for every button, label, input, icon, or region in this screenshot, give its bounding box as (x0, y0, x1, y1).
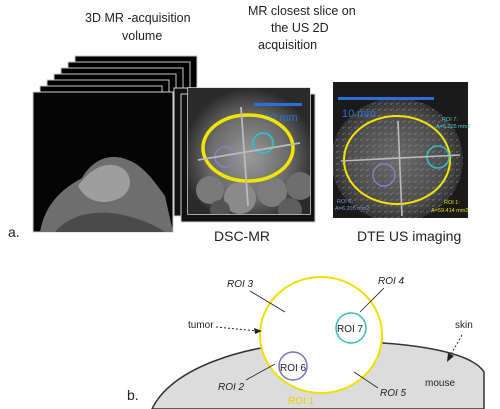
us-roi6-area: A=6.205 mm2 (335, 206, 369, 212)
us-image: 10 mm ROI 7: A=6.205 mm2 ROI 6: A=6.205 … (333, 82, 470, 218)
skin-arrowhead (447, 353, 454, 362)
roi2-leader (245, 363, 276, 381)
mr-roi7-circle (252, 132, 274, 154)
roi3-label: ROI 3 (227, 279, 254, 290)
mr-volume-stack (32, 55, 198, 233)
mr-tumor-outline (201, 113, 295, 183)
roi7-circle (335, 312, 367, 344)
roi3-leader (249, 290, 286, 313)
us-caption: DTE US imaging (357, 228, 461, 244)
us-scale-bar (338, 97, 434, 100)
mr-scale-bar (254, 103, 302, 106)
panel-a-label: a. (8, 224, 20, 240)
roi4-leader (359, 287, 385, 313)
us-roi6-label: ROI 6: (337, 199, 353, 205)
slice-caption-line3: acquisition (258, 38, 317, 52)
us-roi7-area: A=6.205 mm2 (436, 124, 470, 130)
us-scale-label: 10 mm (342, 108, 376, 120)
us-roi7-label: ROI 7: (442, 117, 458, 123)
us-roi6-circle (372, 163, 396, 187)
roi4-label: ROI 4 (378, 276, 405, 287)
volume-caption-line1: 3D MR -acquisition (85, 11, 191, 25)
slice-caption-line2: the US 2D (271, 21, 329, 35)
schematic: ROI 3 ROI 4 ROI 7 ROI 6 ROI 2 ROI 5 ROI … (151, 276, 485, 409)
mr-closest-slice: 10 mm (187, 87, 311, 215)
skin-label: skin (455, 320, 473, 331)
panel-b-label: b. (127, 387, 139, 403)
mr-volume-front-slice (32, 91, 174, 233)
roi5-label: ROI 5 (380, 388, 407, 399)
mr-vertical-axis (240, 106, 249, 207)
us-vertical-axis (397, 120, 403, 217)
roi7-label: ROI 7 (337, 324, 364, 335)
us-horizontal-axis (340, 154, 461, 162)
roi6-circle (278, 351, 308, 381)
volume-caption-line2: volume (122, 29, 162, 43)
roi2-label: ROI 2 (218, 382, 245, 393)
mouse-label: mouse (425, 378, 455, 389)
roi5-leader (353, 371, 379, 389)
us-tumor-outline (343, 115, 451, 205)
slice-caption-line1: MR closest slice on (248, 4, 356, 18)
tumor-leader (215, 326, 259, 332)
us-roi1-label: ROI 1: (444, 200, 460, 206)
tumor-label: tumor (188, 320, 214, 331)
tumor-outline (259, 276, 383, 394)
mr-caption: DSC-MR (214, 228, 270, 244)
mr-horizontal-axis (197, 142, 301, 161)
tumor-arrowhead (254, 328, 262, 334)
roi1-label: ROI 1 (288, 396, 315, 407)
skin-leader (449, 334, 463, 357)
roi6-label: ROI 6 (280, 363, 307, 374)
us-roi1-area: A=59.414 mm2 (431, 208, 468, 214)
